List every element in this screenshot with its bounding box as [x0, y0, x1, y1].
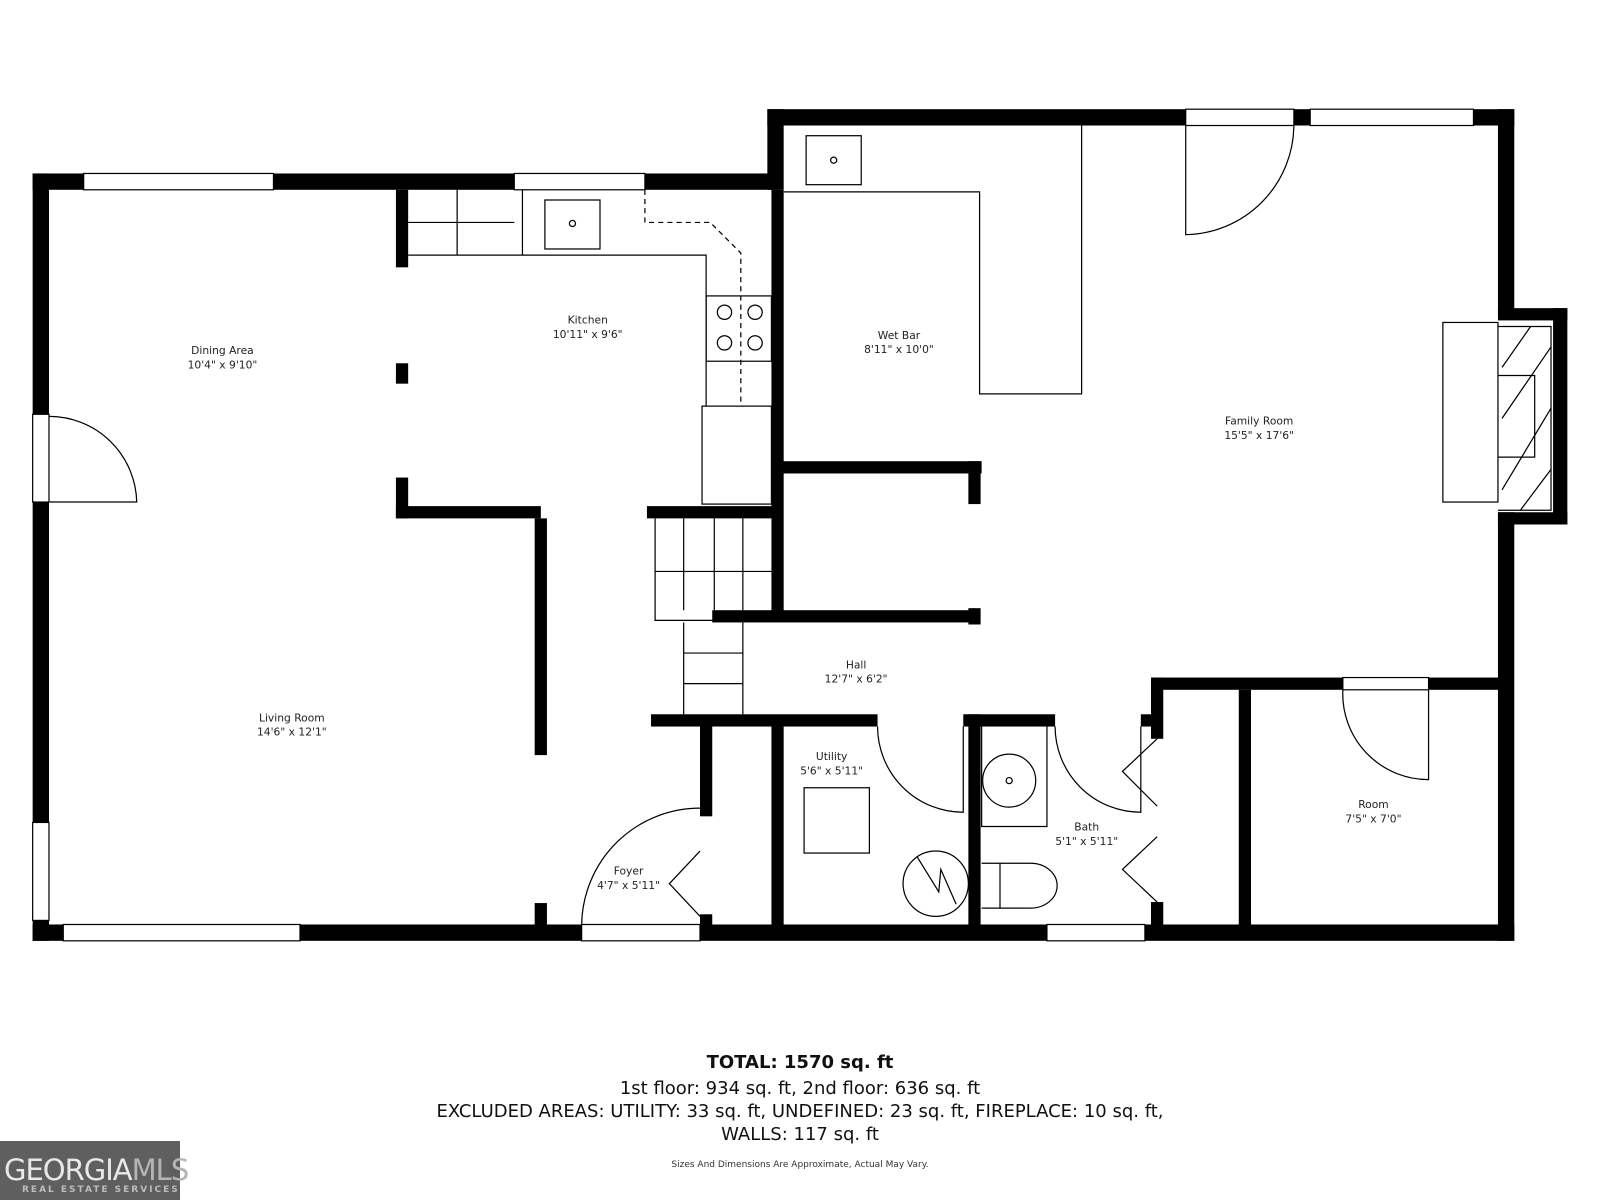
room-labels: Dining Area 10'4" x 9'10" Kitchen 10'11"…	[188, 313, 1402, 891]
logo-text: GEORGIAMLS	[4, 1153, 190, 1187]
room-dims: 5'1" x 5'11"	[1055, 835, 1118, 848]
fixtures	[48, 125, 1552, 925]
stove-icon	[705, 295, 773, 362]
room-name: Utility	[816, 750, 848, 763]
total-area: TOTAL: 1570 sq. ft	[706, 1052, 894, 1073]
room-dims: 8'11" x 10'0"	[864, 343, 934, 356]
room-name: Wet Bar	[878, 329, 921, 342]
room-dims: 10'11" x 9'6"	[553, 328, 623, 341]
room-name: Family Room	[1225, 414, 1293, 427]
excluded-areas: EXCLUDED AREAS: UTILITY: 33 sq. ft, UNDE…	[436, 1101, 1164, 1122]
room-dims: 15'5" x 17'6"	[1224, 429, 1294, 442]
room-name: Kitchen	[568, 313, 608, 326]
room-name: Bath	[1074, 821, 1099, 834]
logo-accent: MLS	[131, 1153, 190, 1187]
walls	[32, 109, 1568, 941]
georgia-mls-logo: GEORGIAMLS REAL ESTATE SERVICES	[0, 1141, 189, 1200]
windows	[32, 108, 1475, 942]
logo-main: GEORGIA	[4, 1153, 133, 1187]
walls-area: WALLS: 117 sq. ft	[721, 1124, 879, 1145]
room-name: Room	[1358, 798, 1388, 811]
room-name: Hall	[846, 658, 867, 671]
disclaimer: Sizes And Dimensions Are Approximate, Ac…	[671, 1160, 929, 1170]
room-dims: 10'4" x 9'10"	[188, 358, 258, 371]
room-name: Foyer	[614, 864, 644, 877]
room-name: Living Room	[259, 711, 325, 724]
logo-tagline: REAL ESTATE SERVICES	[22, 1185, 180, 1195]
room-dims: 7'5" x 7'0"	[1345, 812, 1401, 825]
room-dims: 14'6" x 12'1"	[257, 726, 327, 739]
room-name: Dining Area	[191, 344, 254, 357]
room-dims: 4'7" x 5'11"	[597, 879, 660, 892]
room-dims: 12'7" x 6'2"	[825, 673, 888, 686]
room-dims: 5'6" x 5'11"	[800, 764, 863, 777]
water-heater-icon	[902, 850, 969, 917]
floor-areas: 1st floor: 934 sq. ft, 2nd floor: 636 sq…	[619, 1078, 981, 1099]
